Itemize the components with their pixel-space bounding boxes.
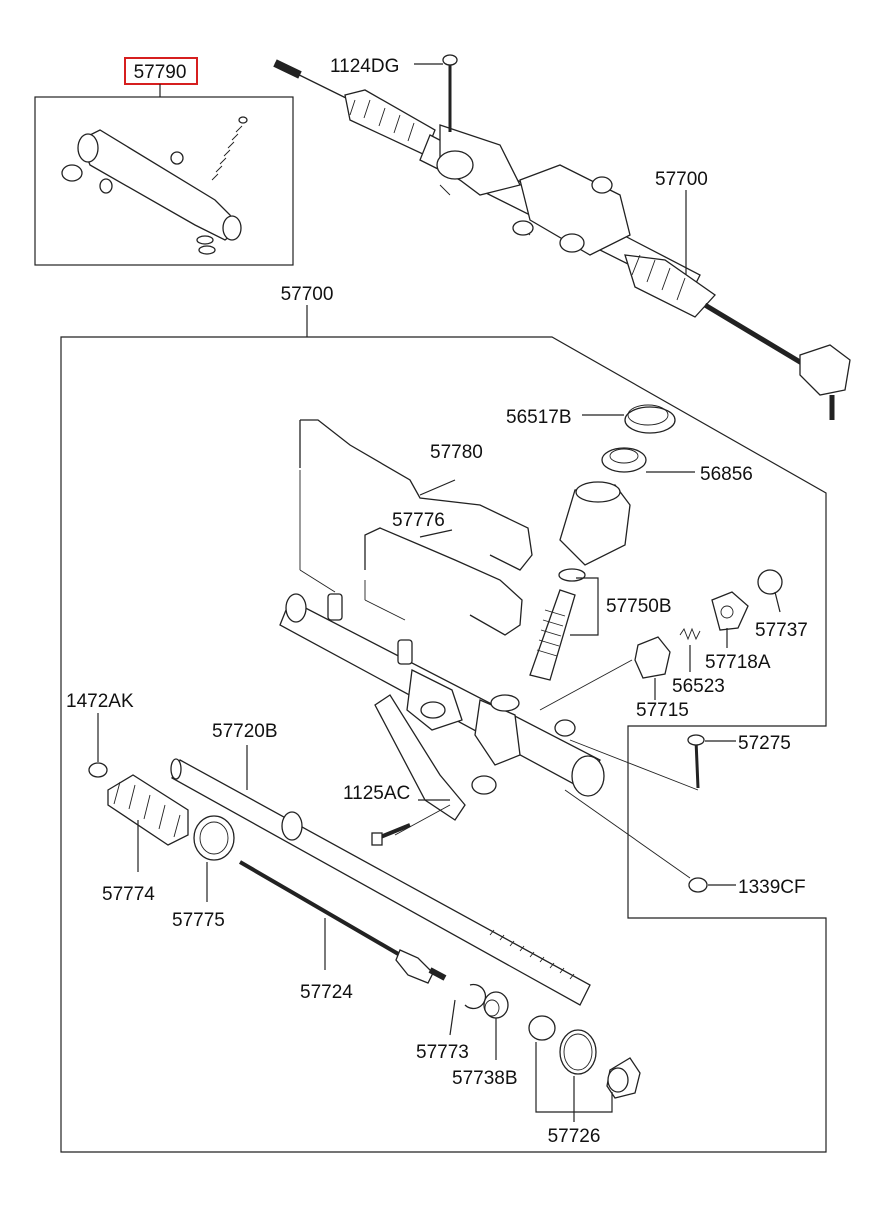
callout-57700-main: 57700: [281, 284, 334, 305]
callout-57774: 57774: [102, 884, 155, 905]
part-57720B-rack: [170, 745, 591, 1006]
part-57750B: [529, 481, 631, 681]
part-57773: [449, 983, 487, 1036]
callout-57720B: 57720B: [212, 721, 278, 742]
callout-56523: 56523: [672, 676, 725, 697]
callout-57790: 57790: [134, 62, 187, 83]
callout-1339CF: 1339CF: [738, 877, 806, 898]
callout-57700-top: 57700: [655, 169, 708, 190]
part-56856: [601, 447, 695, 473]
callout-57715: 57715: [636, 700, 689, 721]
inset-57790: [34, 57, 294, 266]
part-57776-pipe: [364, 527, 523, 636]
part-57715: [539, 636, 671, 711]
part-57275: [687, 734, 736, 789]
part-57737: [757, 569, 783, 613]
part-57780-pipe: [299, 419, 533, 593]
callout-56856: 56856: [700, 464, 753, 485]
part-56523: [679, 627, 701, 672]
part-57738B: [483, 991, 509, 1060]
callout-57773: 57773: [416, 1042, 469, 1063]
callout-57738B: 57738B: [452, 1068, 518, 1089]
callout-56517B: 56517B: [506, 407, 572, 428]
part-57726: [528, 1015, 641, 1122]
highlight-box-57790: [124, 57, 198, 85]
part-57724-tierod: [238, 860, 447, 984]
callout-1125AC: 1125AC: [343, 783, 410, 804]
main-frame: [60, 305, 827, 1153]
callout-57737: 57737: [755, 620, 808, 641]
rack-housing: [279, 593, 699, 879]
callout-1124DG: 1124DG: [330, 56, 399, 77]
callout-1472AK: 1472AK: [66, 691, 134, 712]
part-57774-boot: [107, 774, 189, 872]
part-1125AC-bracket: [371, 694, 466, 846]
part-57775-band: [193, 815, 235, 902]
part-56517B: [582, 404, 676, 434]
callout-57724: 57724: [300, 982, 353, 1003]
callout-57775: 57775: [172, 910, 225, 931]
callout-57718A: 57718A: [705, 652, 771, 673]
callout-57780: 57780: [430, 442, 483, 463]
rack-assembly-57700: [273, 54, 851, 420]
part-57718A: [711, 591, 749, 648]
callout-57750B: 57750B: [606, 596, 672, 617]
callout-57776: 57776: [392, 510, 445, 531]
callout-57275: 57275: [738, 733, 791, 754]
part-1339CF: [688, 877, 736, 893]
callout-57726: 57726: [548, 1126, 601, 1147]
part-1472AK: [88, 713, 108, 778]
